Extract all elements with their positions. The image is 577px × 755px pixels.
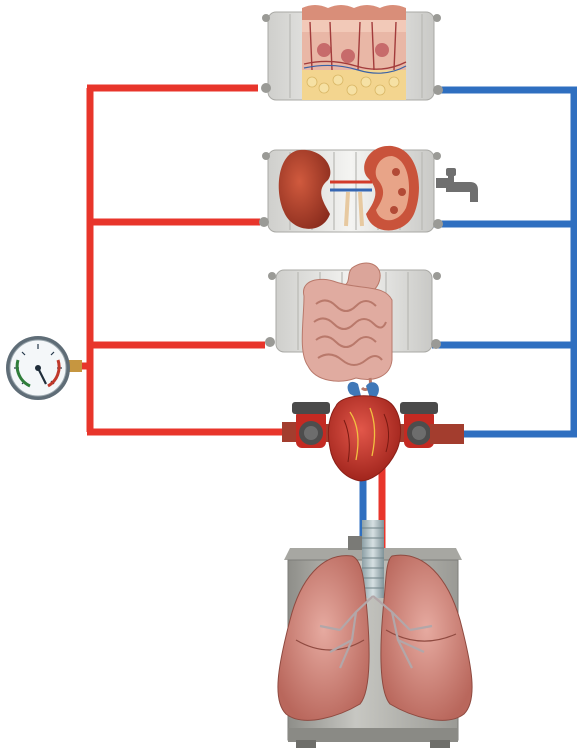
skin-tissue-illustration <box>302 5 406 100</box>
radiator-skin <box>261 5 443 100</box>
pressure-gauge <box>6 336 82 400</box>
water-tap-icon <box>436 168 478 202</box>
pressure-gauge-icon <box>6 336 70 400</box>
radiator-kidneys <box>259 146 478 232</box>
circulation-pump-icon <box>299 421 323 445</box>
circulation-pump-icon <box>407 421 431 445</box>
heart-pump-station <box>282 382 464 481</box>
boiler-lungs <box>278 520 472 748</box>
heart <box>328 382 400 481</box>
radiator-intestines <box>265 263 441 389</box>
circulation-pump-right <box>396 402 464 448</box>
trachea <box>362 520 384 598</box>
intestines <box>302 279 392 389</box>
